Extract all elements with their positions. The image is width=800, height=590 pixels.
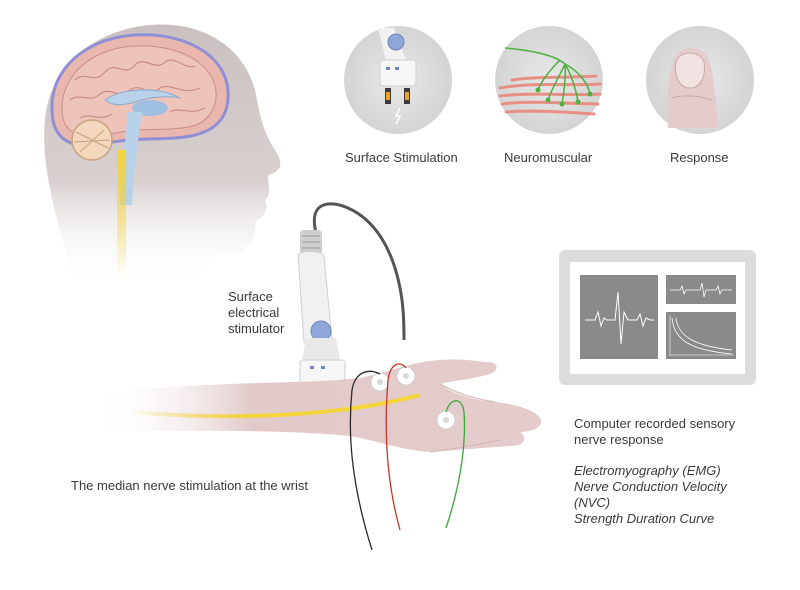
electrode-leads (349, 363, 466, 551)
panel-response (646, 26, 754, 134)
arm-illustration (95, 359, 542, 453)
monitor-caption-line-2: nerve response (574, 432, 664, 447)
fingernail-icon (675, 52, 705, 89)
stimulator-cable (312, 202, 406, 341)
label-response: Response (670, 150, 729, 165)
panel-surface-stimulation (344, 26, 452, 134)
method-strength-duration: Strength Duration Curve (574, 511, 715, 526)
method-nvc: Nerve Conduction Velocity (574, 479, 727, 494)
method-nvc-abbrev: (NVC) (574, 495, 611, 510)
lead-black (349, 370, 381, 551)
stimulator-label-line-3: stimulator (228, 321, 285, 336)
lightning-icon (394, 107, 402, 125)
screen-panel-curve (666, 312, 736, 359)
arm-caption: The median nerve stimulation at the wris… (71, 478, 308, 493)
stimulator-label-line-1: Surface (228, 289, 273, 304)
label-neuromuscular: Neuromuscular (504, 150, 593, 165)
monitor-caption-line-1: Computer recorded sensory (574, 416, 736, 431)
method-emg: Electromyography (EMG) (574, 463, 721, 478)
panel-neuromuscular (495, 26, 603, 134)
head-illustration (44, 24, 281, 286)
spinal-cord (117, 150, 126, 280)
computer-monitor (559, 250, 756, 385)
stimulator-probe (297, 230, 346, 408)
stimulator-button-icon (387, 33, 405, 51)
screen-panel-top (666, 275, 736, 304)
recording-electrodes (370, 366, 456, 430)
lead-green (445, 400, 466, 529)
median-nerve (129, 393, 421, 419)
stimulator-label-line-2: electrical (228, 305, 280, 320)
lead-red (385, 363, 407, 531)
label-surface-stimulation: Surface Stimulation (345, 150, 458, 165)
